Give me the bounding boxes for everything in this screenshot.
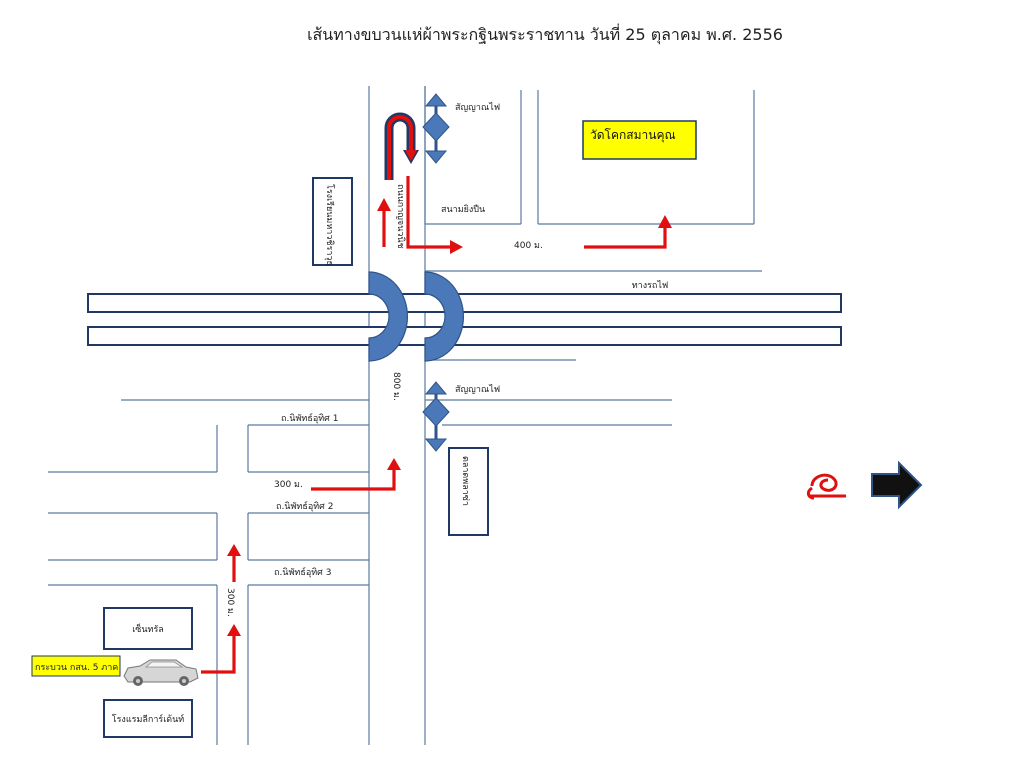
dist-300-down-label: 300 ม. — [225, 588, 235, 617]
convoy-box — [31, 655, 121, 677]
central-box — [103, 607, 193, 650]
bridge-icon — [368, 271, 465, 362]
rail-track-top — [87, 293, 842, 313]
next-arrow-icon[interactable] — [871, 460, 923, 510]
dist-300-right-label: 300 ม. — [274, 480, 303, 490]
left-top-box — [312, 177, 353, 266]
road-1-label: ถ.นิพัทธ์อุทิศ 1 — [281, 412, 338, 424]
signal-top-label: สัญญาณไฟ — [455, 102, 500, 113]
route-segment-1 — [201, 633, 236, 674]
road-name-top: ถนนกาญจนวนิช — [395, 184, 406, 249]
route-arrowhead-4 — [377, 198, 391, 211]
route-segment-5 — [406, 176, 452, 249]
road-network — [48, 86, 762, 745]
hotel-box — [103, 699, 193, 738]
car-icon — [123, 659, 199, 686]
rail-track-bottom — [87, 326, 842, 346]
central-label: เซ็นทรัล — [132, 622, 164, 635]
shooting-range-label: สนามยิงปืน — [441, 204, 485, 215]
road-3-label: ถ.นิพัทธ์อุทิศ 3 — [274, 566, 331, 578]
map-title: เส้นทางขบวนแห่ผ้าพระกฐินพระราชทาน วันที่… — [307, 23, 783, 45]
right-mid-box-label: ตลาดพลาซ่า — [460, 456, 470, 506]
route-arrowhead-3 — [387, 458, 401, 470]
convoy-label: กระบวน กสน. 5 ภาค — [35, 663, 118, 673]
temple-box — [582, 120, 697, 160]
traffic-signal-icon-top — [422, 93, 450, 164]
u-turn-arrow-icon — [387, 115, 413, 180]
route-arrowhead-1 — [227, 624, 241, 636]
route-arrows — [201, 112, 672, 674]
temple-label: วัดโคกสมานคุณ — [590, 128, 676, 143]
signal-mid-label: สัญญาณไฟ — [455, 384, 500, 395]
u-turn-arrowhead — [405, 150, 417, 161]
road-2-label: ถ.นิพัทธ์อุทิศ 2 — [276, 500, 333, 512]
route-segment-6 — [584, 226, 667, 249]
loop-symbol-icon — [806, 473, 846, 500]
route-arrowhead-5 — [450, 240, 463, 254]
dist-800-label: 800 ม. — [391, 372, 401, 401]
u-turn-arrow-icon-outline — [384, 112, 416, 180]
route-arrowhead-6 — [658, 215, 672, 228]
railway-label: ทางรถไฟ — [632, 280, 669, 291]
hotel-label: โรงแรมลีการ์เด้นท์ — [112, 713, 185, 725]
right-mid-box — [448, 447, 489, 536]
traffic-signal-icon-mid — [422, 381, 450, 452]
route-arrowhead-2 — [227, 544, 241, 556]
dist-400-label: 400 ม. — [514, 241, 543, 251]
railway — [87, 293, 842, 346]
left-top-box-label: โรงเรียนมหาวชิราวุธ — [324, 184, 335, 266]
route-segment-3 — [311, 468, 396, 491]
